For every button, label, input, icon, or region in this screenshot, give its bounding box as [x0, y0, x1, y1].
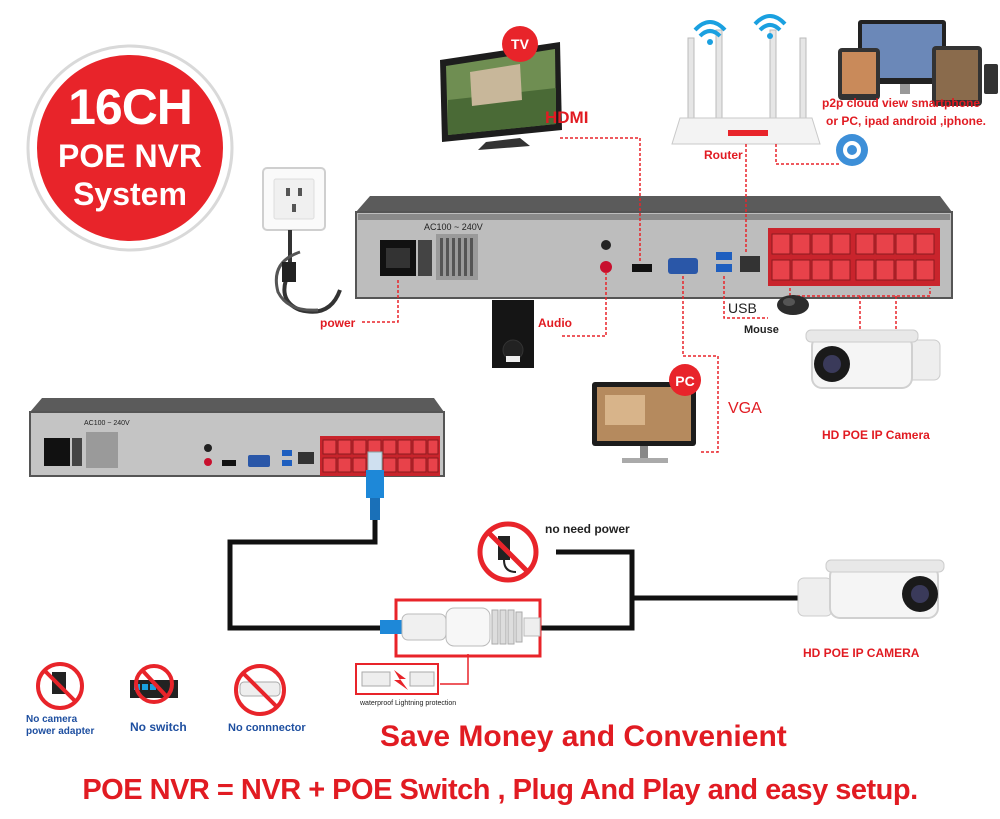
mouse-icon [777, 295, 809, 315]
pc-monitor-icon [592, 364, 701, 463]
power-socket-icon [262, 167, 326, 231]
badge-line-1: 16CH [68, 79, 193, 135]
no-adapter-label-1: No camera [26, 714, 78, 725]
ethernet-plug-icon [366, 451, 384, 520]
camera-top-icon [805, 329, 941, 389]
poe-cable [227, 520, 800, 631]
router-icon [671, 14, 821, 145]
hdmi-label: HDMI [545, 108, 589, 127]
no-connector-label: No connnector [228, 722, 306, 734]
p2p-line-2: or PC, ipad android ,iphone. [826, 114, 987, 128]
badge-line-3: System [73, 176, 187, 212]
badge-line-2: POE NVR [57, 138, 203, 174]
tv-icon [440, 26, 562, 150]
tagline: POE NVR = NVR + POE Switch , Plug And Pl… [82, 774, 918, 806]
waterproof-inset [355, 663, 439, 695]
poe-connector [380, 598, 542, 658]
devices-icon [838, 20, 998, 106]
no-need-power-label: no need power [545, 522, 630, 536]
no-switch-icon [130, 664, 178, 704]
no-adapter-label-2: power adapter [26, 726, 95, 737]
connection-lines [360, 137, 931, 453]
waterproof-label: waterproof Lightning protection [360, 700, 457, 707]
nvr-voltage-label: AC100 ~ 240V [424, 222, 483, 232]
no-switch-label: No switch [130, 720, 187, 734]
hd-poe-ip-camera-caps-label: HD POE IP CAMERA [803, 646, 920, 660]
mouse-label: Mouse [744, 324, 779, 336]
no-power-icon [477, 521, 539, 583]
system-badge [26, 44, 234, 252]
router-label: Router [704, 148, 743, 162]
audio-label: Audio [538, 316, 572, 330]
speaker-icon [492, 300, 534, 368]
camera-bottom-icon [797, 559, 945, 619]
usb-label: USB [728, 300, 757, 316]
tv-badge-label: TV [511, 36, 529, 52]
power-label: power [320, 316, 356, 330]
hd-poe-ip-camera-label: HD POE IP Camera [822, 428, 930, 442]
headline: Save Money and Convenient [380, 720, 787, 753]
nvr2-voltage-label: AC100 ~ 240V [84, 420, 130, 427]
no-adapter-icon [36, 662, 84, 710]
vga-label: VGA [728, 400, 762, 417]
pc-badge-label: PC [675, 373, 695, 389]
cloud-globe-icon [836, 134, 868, 166]
nvr-main [355, 196, 953, 299]
p2p-line-1: p2p cloud view smartphone [822, 96, 981, 110]
no-connector-icon [234, 664, 286, 716]
